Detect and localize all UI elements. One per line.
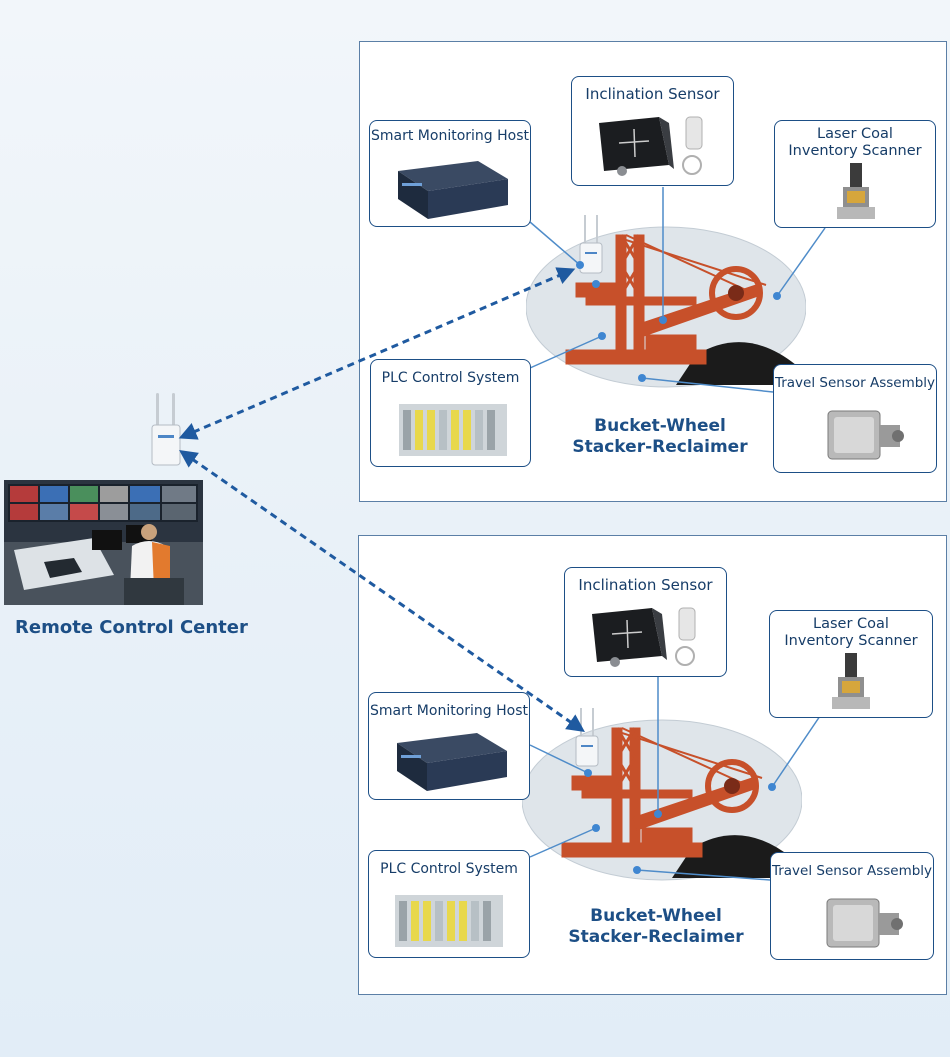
inclination-sensor-label: Inclination Sensor: [578, 576, 713, 594]
laser-scanner-box-1: Laser Coal Inventory Scanner: [774, 120, 936, 228]
laser-scanner-icon: [837, 163, 875, 219]
plc-control-system-label: PLC Control System: [381, 370, 520, 386]
travel-sensor-icon: [827, 410, 904, 460]
plc-modules-icon: [395, 895, 503, 947]
monitoring-host-device-icon: [398, 161, 508, 219]
remote-control-center: [4, 480, 203, 605]
laser-scanner-icon: [832, 653, 870, 709]
smart-monitoring-host-box-2: Smart Monitoring Host: [368, 692, 530, 800]
inclination-sensor-icon: [592, 607, 696, 667]
travel-sensor-box-2: Travel Sensor Assembly: [770, 852, 934, 960]
travel-sensor-label: Travel Sensor Assembly: [774, 375, 936, 391]
plc-modules-icon: [399, 404, 507, 456]
travel-sensor-label: Travel Sensor Assembly: [771, 863, 933, 879]
monitoring-host-device-icon: [397, 733, 507, 791]
travel-sensor-icon: [826, 898, 903, 948]
laser-scanner-label: Laser Coal Inventory Scanner: [784, 616, 918, 649]
smart-monitoring-host-label: Smart Monitoring Host: [370, 703, 528, 719]
plc-control-system-label: PLC Control System: [380, 861, 518, 877]
machine-label-site-1: Bucket-Wheel Stacker-Reclaimer: [572, 416, 748, 457]
remote-router-icon: [151, 393, 181, 466]
plc-control-system-box-1: PLC Control System: [370, 359, 531, 467]
stacker-reclaimer-image-2: [522, 708, 802, 881]
inclination-sensor-box-2: Inclination Sensor: [564, 567, 727, 677]
travel-sensor-box-1: Travel Sensor Assembly: [773, 364, 937, 473]
inclination-sensor-icon: [599, 116, 703, 176]
laser-scanner-label: Laser Coal Inventory Scanner: [788, 126, 922, 159]
control-room-photo: [4, 480, 203, 605]
plc-control-system-box-2: PLC Control System: [368, 850, 530, 958]
inclination-sensor-label: Inclination Sensor: [585, 85, 720, 103]
smart-monitoring-host-box-1: Smart Monitoring Host: [369, 120, 531, 227]
laser-scanner-box-2: Laser Coal Inventory Scanner: [769, 610, 933, 718]
stacker-reclaimer-image-1: [526, 215, 806, 388]
smart-monitoring-host-label: Smart Monitoring Host: [371, 128, 529, 144]
machine-label-site-2: Bucket-Wheel Stacker-Reclaimer: [568, 906, 744, 947]
inclination-sensor-box-1: Inclination Sensor: [571, 76, 734, 186]
remote-control-center-label: Remote Control Center: [15, 617, 248, 638]
